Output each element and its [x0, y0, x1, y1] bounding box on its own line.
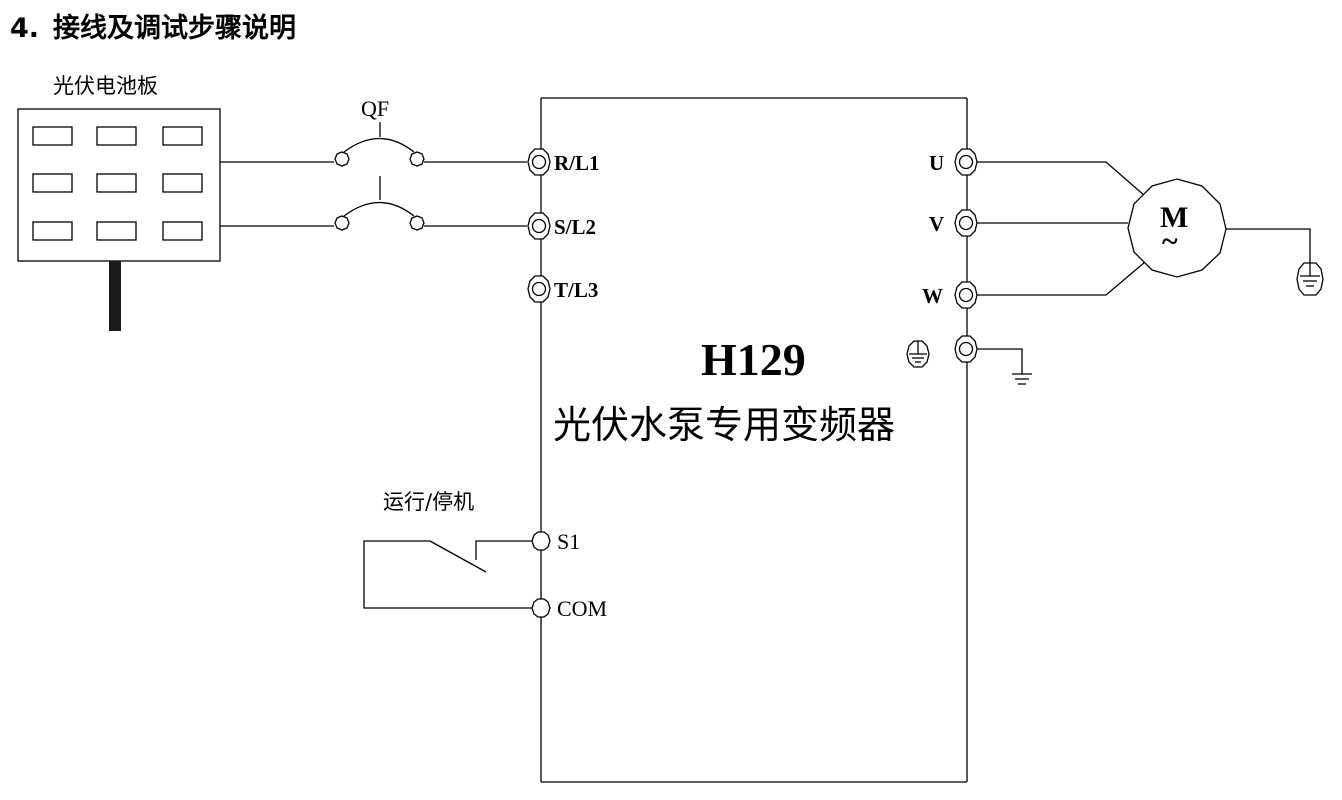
motor-label: M: [1160, 201, 1188, 234]
terminal-u: U: [929, 148, 978, 176]
svg-text:R/L1: R/L1: [554, 151, 600, 175]
terminal-r-l1: R/L1: [527, 148, 600, 176]
svg-text:W: W: [922, 284, 943, 308]
switch-contact-icon: [363, 540, 532, 609]
section-number: 4.: [10, 13, 39, 44]
run-stop-label: 运行/停机: [383, 490, 474, 514]
panel-stand: [109, 261, 121, 331]
motor-ground-icon: [1296, 262, 1324, 296]
inverter-model: H129: [701, 334, 806, 385]
solar-panel-label: 光伏电池板: [53, 74, 158, 98]
terminal-v: V: [929, 209, 978, 237]
control-terminal-icon: [531, 531, 551, 551]
section-title: 接线及调试步骤说明: [53, 13, 296, 44]
contact-terminal-icon: [334, 215, 350, 231]
ground-icon: [906, 340, 930, 368]
solar-panel: [17, 108, 221, 331]
earth-ground-icon: [977, 348, 1032, 385]
inverter-box: [540, 97, 968, 783]
contact-terminal-icon: [409, 151, 425, 167]
breaker-label: QF: [361, 96, 389, 121]
svg-text:U: U: [929, 151, 944, 175]
terminal-w: W: [922, 281, 978, 309]
svg-text:S1: S1: [557, 529, 580, 554]
control-terminal-icon: [531, 598, 551, 618]
terminal-com: COM: [531, 596, 607, 621]
motor-symbol: ~: [1162, 225, 1178, 258]
terminal-pe: [954, 335, 978, 363]
terminal-s1: S1: [531, 529, 580, 554]
contact-terminal-icon: [334, 151, 350, 167]
svg-text:COM: COM: [557, 596, 607, 621]
svg-text:S/L2: S/L2: [554, 215, 596, 239]
svg-text:T/L3: T/L3: [554, 278, 598, 302]
breaker-qf: [334, 122, 425, 231]
svg-text:V: V: [929, 212, 944, 236]
motor: M ~: [1127, 178, 1227, 278]
terminal-s-l2: S/L2: [527, 212, 596, 240]
inverter-description: 光伏水泵专用变频器: [553, 403, 895, 447]
contact-terminal-icon: [409, 215, 425, 231]
terminal-t-l3: T/L3: [527, 275, 598, 303]
